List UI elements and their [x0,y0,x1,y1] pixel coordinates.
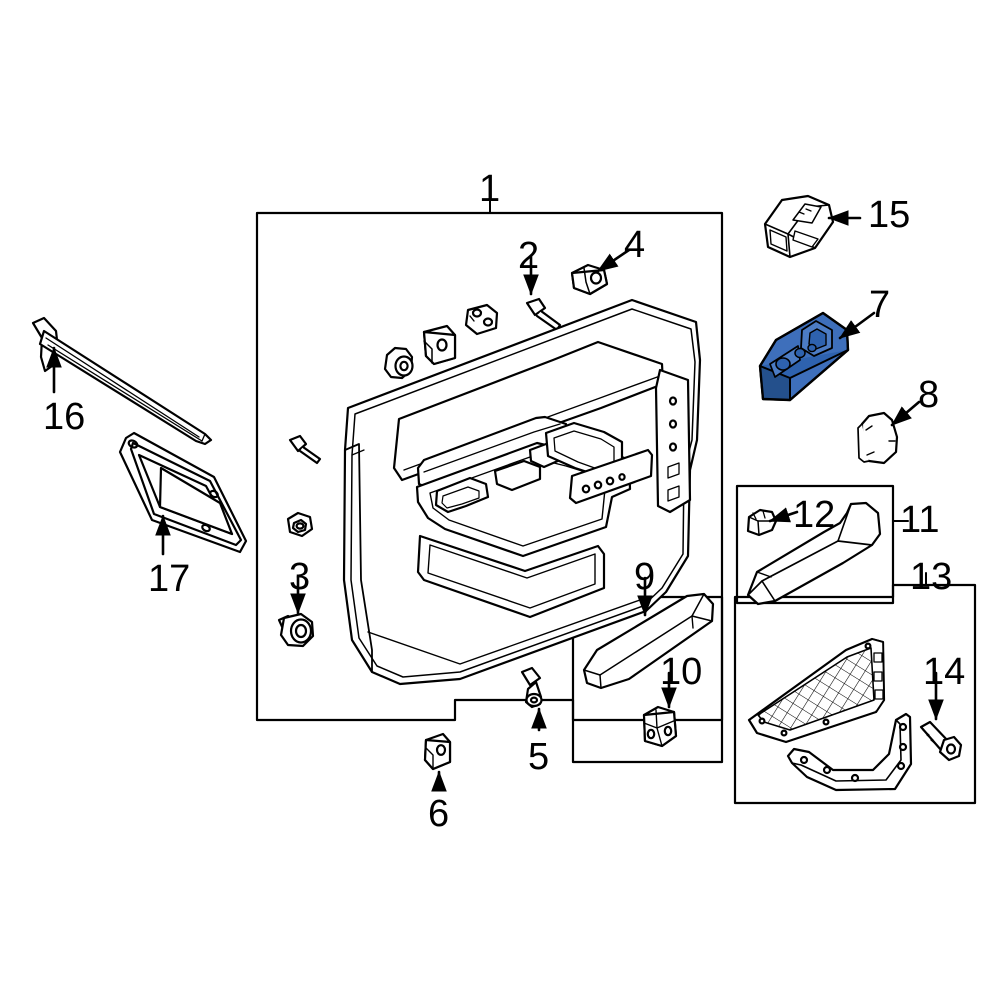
callout-label-16[interactable]: 16 [43,396,86,438]
leader-lines [46,210,944,792]
leader-12 [768,507,799,523]
part-14-tapping-screw [919,720,963,762]
callout-label-9[interactable]: 9 [634,556,656,598]
callout-label-17[interactable]: 17 [148,558,191,600]
part-15-switch-module [763,194,835,259]
part-13-cargo-net-pocket [747,637,913,792]
callout-label-10[interactable]: 10 [660,651,703,693]
callout-label-14[interactable]: 14 [923,651,966,693]
callout-label-5[interactable]: 5 [528,736,550,778]
callout-label-6[interactable]: 6 [428,793,450,835]
callout-label-15[interactable]: 15 [868,194,911,236]
part-10-clip [642,705,678,748]
leader-4 [596,248,631,273]
part-1-door-trim-panel [342,298,702,686]
callout-label-13[interactable]: 13 [910,556,953,598]
part-3-fasteners [277,434,322,648]
part-12-pocket-clip [746,508,778,537]
callout-label-8[interactable]: 8 [918,374,940,416]
part-5-bolt [520,666,543,709]
part-8-switch-bezel-cover [857,411,899,465]
callout-label-12[interactable]: 12 [793,494,836,536]
callout-label-4[interactable]: 4 [624,224,646,266]
part-11-map-pocket [746,501,882,606]
callout-label-11[interactable]: 11 [900,499,940,541]
part-17-lower-trim-panel [118,431,248,554]
group-box-9 [571,595,724,764]
part-9-armrest-pull-handle [582,592,715,690]
part-cluster-clips-inside-box-1 [383,263,609,380]
part-6-clip [423,732,452,771]
group-box-11 [735,484,909,605]
callout-label-1[interactable]: 1 [479,168,501,210]
leader-8 [890,400,921,427]
callout-label-7[interactable]: 7 [869,284,891,326]
part-7-window-switch-assembly [758,311,850,402]
callout-label-2[interactable]: 2 [518,235,540,277]
leader-7 [838,311,876,340]
callout-label-3[interactable]: 3 [289,556,311,598]
